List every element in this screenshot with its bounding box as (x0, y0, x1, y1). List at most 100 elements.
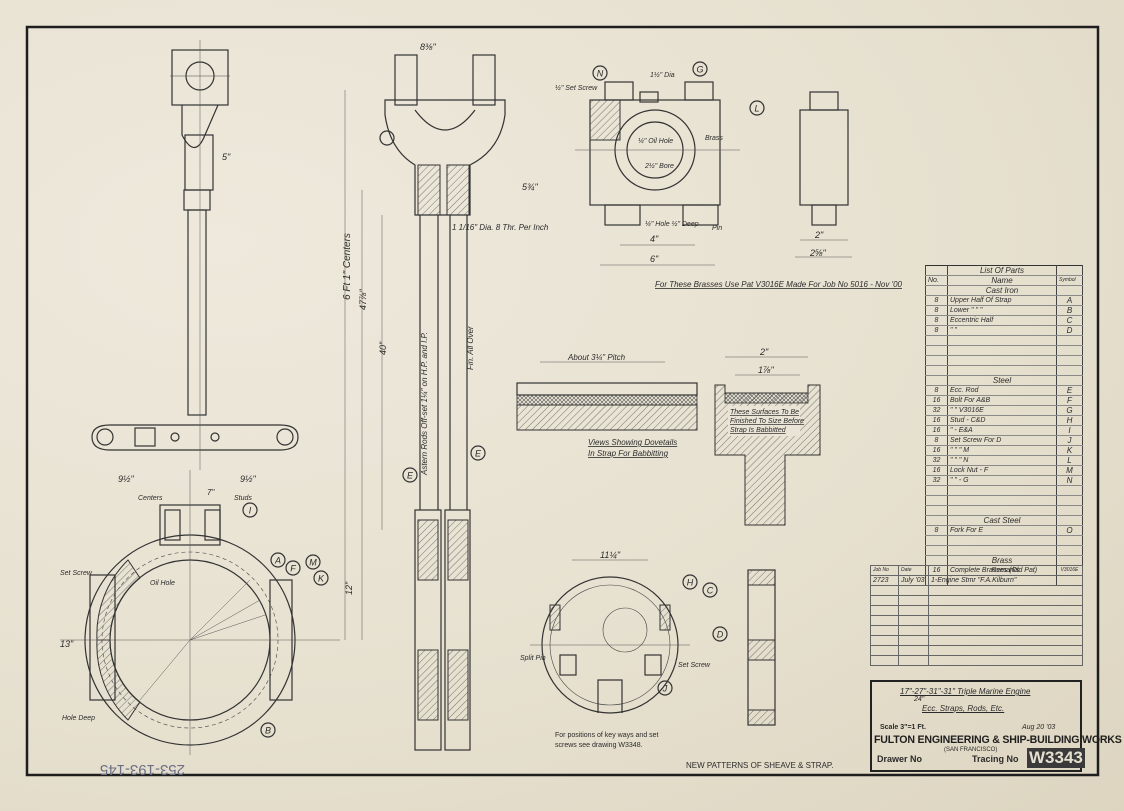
remarks-blank-row (870, 615, 1083, 626)
dim-6: 6" (650, 254, 659, 264)
callout-letter: F (290, 564, 296, 574)
parts-blank-cell (1056, 545, 1083, 556)
parts-spacer (1056, 555, 1083, 566)
set-screw-label: Set Screw (60, 570, 93, 577)
remarks-blank-cell (898, 645, 929, 656)
remarks-blank-row (870, 645, 1083, 656)
part-qty: 8 (925, 315, 948, 326)
remarks-blank-cell (928, 645, 1083, 656)
hole-deep-label: Hole Deep (62, 715, 95, 722)
remarks-blank-cell (928, 655, 1083, 666)
hole-deep-note: ¼" Hole ½" Deep (645, 220, 699, 228)
part-symbol: M (1056, 465, 1083, 476)
part-qty: 32 (925, 475, 948, 486)
callout-letter: B (265, 726, 271, 736)
dim-12: 12" (344, 581, 354, 595)
remarks-blank-cell (928, 635, 1083, 646)
tracing-number: W3343 (1027, 748, 1085, 768)
parts-blank-row (925, 485, 1083, 496)
parts-section-row: Brass (925, 555, 1083, 566)
parts-blank-cell (925, 485, 948, 496)
part-name: Lower " " " (947, 305, 1057, 316)
parts-blank-cell (947, 335, 1057, 346)
part-qty: 32 (925, 455, 948, 466)
remarks-date: July '03 (898, 575, 929, 586)
callout-f: F (285, 560, 301, 576)
part-qty: 8 (925, 325, 948, 336)
dim-40: 40" (378, 341, 388, 355)
parts-section-heading: Cast Iron (947, 285, 1057, 296)
remarks-remarks: 1-Engine Stmr "F.A.Kilburn" (928, 575, 1083, 586)
parts-blank-row (925, 545, 1083, 556)
part-name: Ecc. Rod (947, 385, 1057, 396)
callout-letter: D (717, 630, 724, 640)
col-date: Date (898, 565, 929, 576)
callout-letter: K (318, 574, 325, 584)
parts-list-title: List Of Parts (947, 265, 1057, 276)
parts-blank-row (925, 335, 1083, 346)
col-name: Name (947, 275, 1057, 286)
remarks-blank-cell (928, 605, 1083, 616)
surfaces-note-1: These Surfaces To Be (730, 409, 799, 416)
part-symbol: D (1056, 325, 1083, 336)
dim-5: 5" (222, 152, 231, 162)
part-name: " " - G (947, 475, 1057, 486)
parts-blank-row (925, 365, 1083, 376)
parts-spacer (1056, 285, 1083, 296)
remarks-blank-cell (870, 585, 899, 596)
drawing-border (25, 25, 1100, 777)
remarks-blank-cell (898, 605, 929, 616)
dovetail-section-view: About 3¼" Pitch Views Showing Dovetails … (516, 347, 821, 526)
remarks-blank-cell (870, 615, 899, 626)
parts-section-heading: Cast Steel (947, 515, 1057, 526)
handwritten-number: 253-193-145 (100, 761, 185, 778)
remarks-blank-cell (870, 635, 899, 646)
parts-row: 8" "D (925, 325, 1083, 336)
part-qty: 16 (925, 465, 948, 476)
remarks-blank-cell (928, 585, 1083, 596)
remarks-blank-cell (898, 595, 929, 606)
dim-2-side: 2" (814, 230, 824, 240)
callout-h: H (682, 574, 698, 590)
part-name: " " V3016E (947, 405, 1057, 416)
callout-e: E (402, 467, 418, 483)
callout-e: E (470, 445, 486, 461)
centers-label: Centers (138, 495, 163, 502)
part-qty: 16 (925, 425, 948, 436)
part-symbol: L (1056, 455, 1083, 466)
keyways-note-1: For positions of key ways and set (555, 732, 659, 739)
parts-spacer (925, 555, 948, 566)
callout-i: I (242, 502, 258, 518)
part-symbol: I (1056, 425, 1083, 436)
remarks-blank-cell (870, 605, 899, 616)
parts-spacer (925, 375, 948, 386)
dim-1-7-8: 1⅞" (758, 365, 775, 375)
drawer-label: Drawer No (877, 754, 923, 764)
remarks-blank-cell (870, 595, 899, 606)
part-symbol: F (1056, 395, 1083, 406)
parts-blank-cell (925, 365, 948, 376)
drawing-date: Aug 20 '03 (1022, 724, 1056, 731)
firm-city: (SAN FRANCISCO) (944, 747, 998, 753)
callout-letter: E (475, 449, 482, 459)
part-qty: 8 (925, 305, 948, 316)
col-no: No. (925, 275, 948, 286)
part-name: Eccentric Half (947, 315, 1057, 326)
callout-g: G (692, 61, 708, 77)
dovetails-note-1: Views Showing Dovetails (588, 438, 677, 447)
part-symbol: J (1056, 435, 1083, 446)
callout-c: C (702, 582, 718, 598)
part-name: Lock Nut - F (947, 465, 1057, 476)
callout-letter: N (597, 69, 604, 79)
parts-blank-cell (925, 545, 948, 556)
part-name: " " " N (947, 455, 1057, 466)
